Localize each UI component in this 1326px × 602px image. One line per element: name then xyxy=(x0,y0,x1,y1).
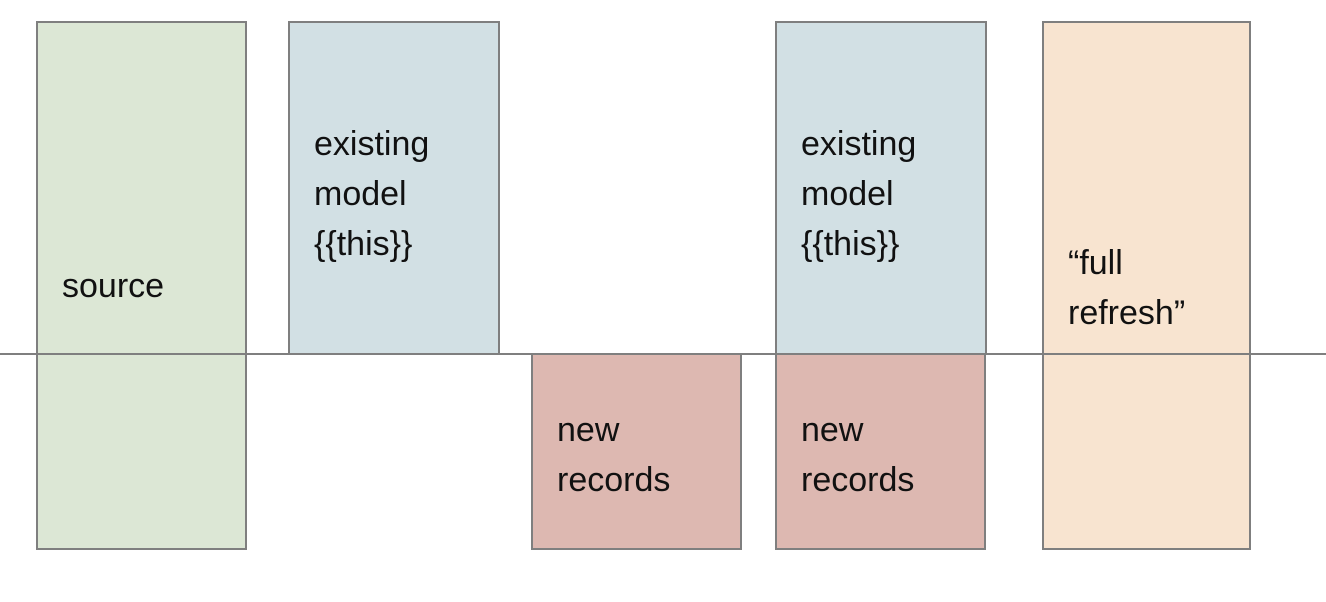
block-full-refresh-label: “full refresh” xyxy=(1068,244,1186,332)
block-new-records-1-label: new records xyxy=(557,411,671,499)
block-existing-model-2-label: existing model {{this}} xyxy=(801,125,917,263)
block-existing-model-1-label: existing model {{this}} xyxy=(314,125,430,263)
block-full-refresh[interactable]: “full refresh” xyxy=(1042,21,1251,550)
block-source[interactable]: source xyxy=(36,21,247,550)
block-new-records-2[interactable]: new records xyxy=(775,353,986,550)
block-new-records-2-label: new records xyxy=(801,411,915,499)
block-source-label: source xyxy=(62,266,165,305)
block-new-records-1[interactable]: new records xyxy=(531,353,742,550)
baseline-divider xyxy=(0,353,1326,355)
block-existing-model-1[interactable]: existing model {{this}} xyxy=(288,21,500,355)
block-existing-model-2[interactable]: existing model {{this}} xyxy=(775,21,987,355)
